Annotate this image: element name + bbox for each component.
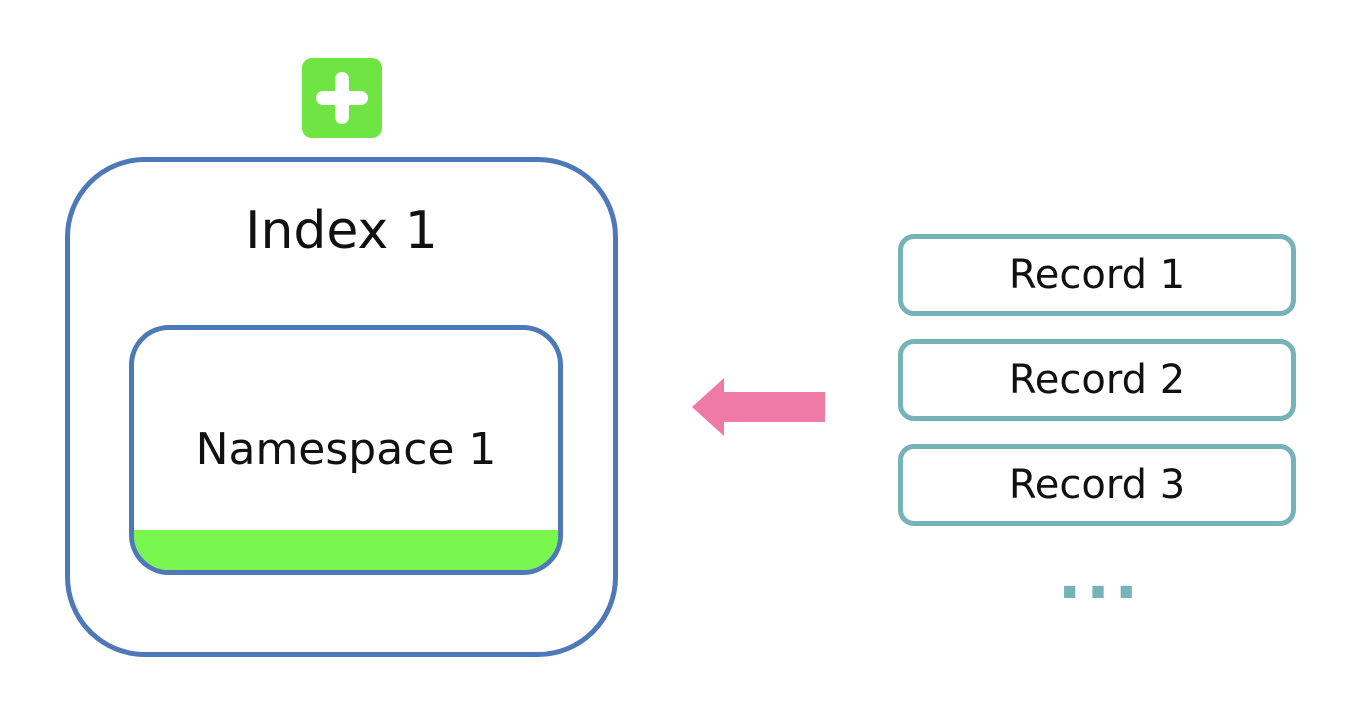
record-label: Record 1 (1008, 252, 1186, 298)
plus-icon (316, 72, 368, 124)
index-title: Index 1 (245, 201, 438, 261)
namespace-title: Namespace 1 (195, 424, 497, 475)
namespace-box: Namespace 1 (129, 325, 563, 575)
record-item: Record 3 (898, 444, 1296, 526)
record-label: Record 2 (1008, 357, 1186, 403)
record-item: Record 1 (898, 234, 1296, 316)
index-box: Index 1 Namespace 1 (65, 157, 618, 657)
namespace-fill-bar (134, 530, 558, 570)
record-label: Record 3 (1008, 462, 1186, 508)
plus-badge (302, 58, 382, 138)
arrow-left-icon (692, 378, 825, 436)
more-records-ellipsis: ... (1057, 540, 1143, 614)
record-item: Record 2 (898, 339, 1296, 421)
